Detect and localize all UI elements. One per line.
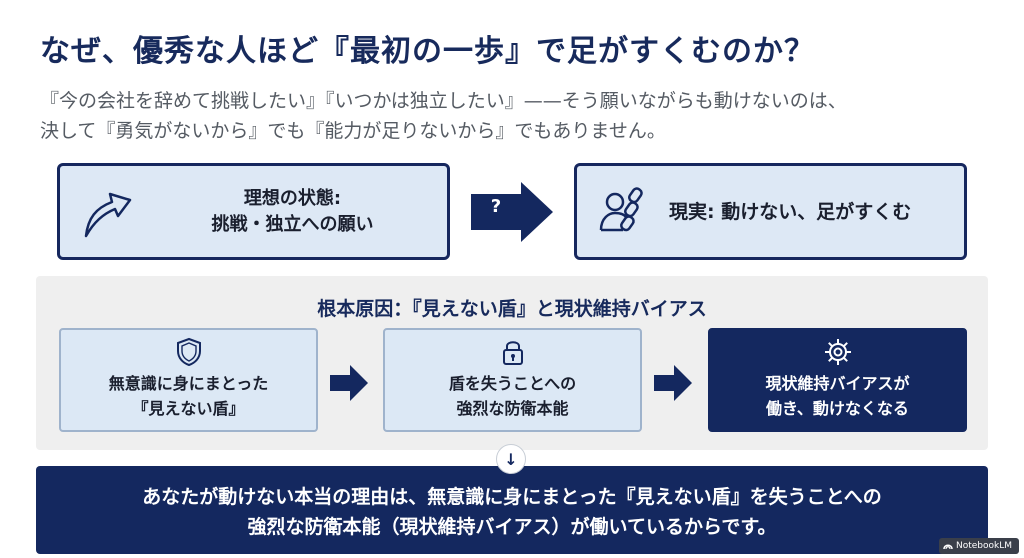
person-chain-icon bbox=[599, 186, 643, 231]
intro-text: 『今の会社を辞めて挑戦したい』『いつかは独立したい』——そう願いながらも動けない… bbox=[40, 86, 1000, 146]
root-cause-title: 根本原因：『見えない盾』と現状維持バイアス bbox=[317, 298, 707, 320]
root-cause-panel: 根本原因：『見えない盾』と現状維持バイアス 無意識に身にまとった 『見えない盾』… bbox=[36, 276, 988, 450]
conclusion-banner: あなたが動けない本当の理由は、無意識に身にまとった『見えない盾』を失うことへの … bbox=[36, 466, 988, 554]
reality-text: 現実: 動けない、足がすくむ bbox=[669, 200, 912, 223]
step3-line2: 働き、動けなくなる bbox=[766, 399, 909, 418]
reality-box: 現実: 動けない、足がすくむ bbox=[574, 163, 967, 260]
step3-line1: 現状維持バイアスが bbox=[765, 374, 910, 393]
step1-line1: 無意識に身にまとった bbox=[108, 374, 269, 393]
curved-up-arrow-icon bbox=[84, 192, 132, 237]
ideal-line-2: 挑戦・独立への願い bbox=[211, 213, 374, 235]
notebooklm-logo-icon bbox=[943, 544, 953, 550]
step2-line1: 盾を失うことへの bbox=[448, 374, 577, 393]
step-arrow-icon bbox=[330, 365, 368, 401]
step2-line2: 強烈な防衛本能 bbox=[456, 399, 569, 418]
ideal-state-box: 理想の状態: 挑戦・独立への願い bbox=[57, 163, 450, 260]
conclusion-line-1: あなたが動けない本当の理由は、無意識に身にまとった『見えない盾』を失うことへの bbox=[142, 486, 882, 508]
arrow-right-icon bbox=[471, 182, 553, 242]
page-title: なぜ、優秀な人ほど『最初の一歩』で足がすくむのか？ bbox=[40, 34, 815, 69]
lock-icon bbox=[502, 341, 523, 365]
gear-icon bbox=[824, 339, 851, 365]
cause-step-shield: 無意識に身にまとった 『見えない盾』 bbox=[59, 328, 318, 432]
notebooklm-badge: NotebookLM bbox=[939, 538, 1019, 554]
cause-step-lock: 盾を失うことへの 強烈な防衛本能 bbox=[383, 328, 642, 432]
step-arrow-icon bbox=[654, 365, 692, 401]
cause-step-gear: 現状維持バイアスが 働き、動けなくなる bbox=[708, 328, 967, 432]
question-mark: ? bbox=[490, 196, 502, 217]
step1-line2: 『見えない盾』 bbox=[132, 399, 245, 418]
question-arrow: ? bbox=[471, 182, 553, 242]
ideal-line-1: 理想の状態: bbox=[243, 187, 342, 209]
intro-line-1: 『今の会社を辞めて挑戦したい』『いつかは独立したい』——そう願いながらも動けない… bbox=[40, 90, 847, 112]
down-arrow-icon: ↓ bbox=[496, 444, 526, 474]
badge-label: NotebookLM bbox=[956, 541, 1013, 551]
conclusion-line-2: 強烈な防衛本能（現状維持バイアス）が働いているからです。 bbox=[247, 516, 777, 538]
intro-line-2: 決して『勇気がないから』でも『能力が足りないから』でもありません。 bbox=[40, 120, 666, 142]
shield-icon bbox=[176, 337, 201, 367]
